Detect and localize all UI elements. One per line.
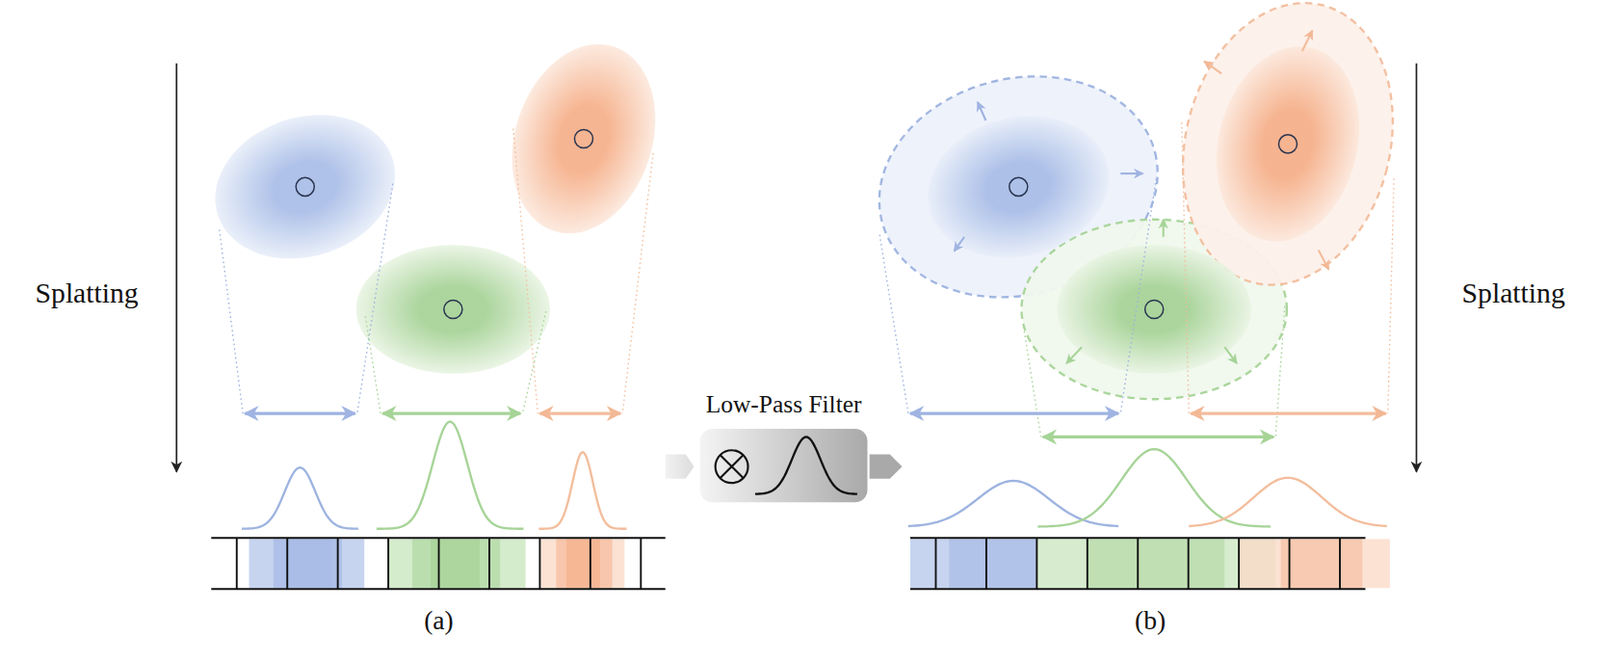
gaussian-ellipse	[1196, 30, 1380, 257]
splatting-arrow	[1416, 63, 1418, 473]
filter-kernel	[755, 436, 858, 494]
gaussian-ellipse	[912, 97, 1125, 277]
gaussian-ellipse	[488, 25, 679, 252]
projection-line	[357, 183, 394, 414]
projection-line	[622, 153, 654, 414]
process-label: Splatting	[1462, 276, 1566, 310]
expansion-arrow	[1120, 172, 1143, 175]
expansion-arrow	[954, 236, 966, 252]
projection-line	[513, 128, 538, 414]
gaussian-profile	[538, 451, 627, 528]
projection-line	[365, 315, 381, 414]
gaussian-profile	[241, 467, 359, 529]
gaussian-center	[1009, 177, 1028, 196]
filter-label: Low-Pass Filter	[693, 391, 873, 420]
filter-box	[700, 428, 868, 502]
splatting-arrow	[175, 63, 178, 473]
subfigure-label: (a)	[423, 604, 454, 636]
expansion-arrow	[1066, 346, 1082, 364]
projection-line	[1120, 178, 1156, 414]
pixel-row	[210, 537, 665, 589]
expansion-arrow	[1224, 346, 1237, 364]
filter-node: Low-Pass Filter	[693, 391, 873, 420]
gaussian-profile	[376, 421, 525, 529]
expansion-arrow	[1302, 30, 1313, 52]
flow-chevron	[665, 453, 695, 478]
projection-line	[1181, 122, 1189, 414]
gaussian-center	[1278, 134, 1297, 154]
projection-line	[522, 311, 546, 414]
gaussian-center	[444, 299, 463, 318]
extent-arrow	[1190, 411, 1386, 415]
gaussian-profile	[908, 480, 1119, 526]
expansion-arrow	[1318, 250, 1330, 270]
extent-arrow	[910, 411, 1119, 415]
gaussian-center	[574, 130, 593, 149]
extent-arrow	[382, 411, 521, 415]
extent-arrow	[1043, 435, 1274, 439]
projection-line	[1388, 178, 1394, 414]
gaussian-ellipse	[196, 92, 415, 282]
gaussian-center	[295, 177, 315, 196]
subfigure-label: (b)	[1134, 604, 1166, 636]
gaussian-ellipse	[1057, 244, 1252, 373]
expansion-arrow	[1162, 219, 1165, 237]
gaussian-profile	[1037, 448, 1271, 526]
projection-line	[1023, 326, 1042, 437]
pixel-row	[910, 537, 1391, 589]
gaussian-profile	[1188, 477, 1388, 526]
expansion-arrow	[977, 102, 986, 121]
gaussian-ellipse	[356, 244, 551, 373]
expansion-arrow	[1204, 61, 1222, 75]
gaussian-center	[1145, 299, 1164, 318]
extent-arrow	[244, 411, 355, 415]
projection-line	[1275, 306, 1286, 438]
process-label: Splatting	[35, 276, 139, 310]
projection-line	[879, 235, 909, 414]
projection-line	[219, 229, 243, 414]
extent-arrow	[539, 411, 621, 415]
convolution-symbol	[715, 449, 749, 483]
flow-chevron	[869, 453, 903, 478]
